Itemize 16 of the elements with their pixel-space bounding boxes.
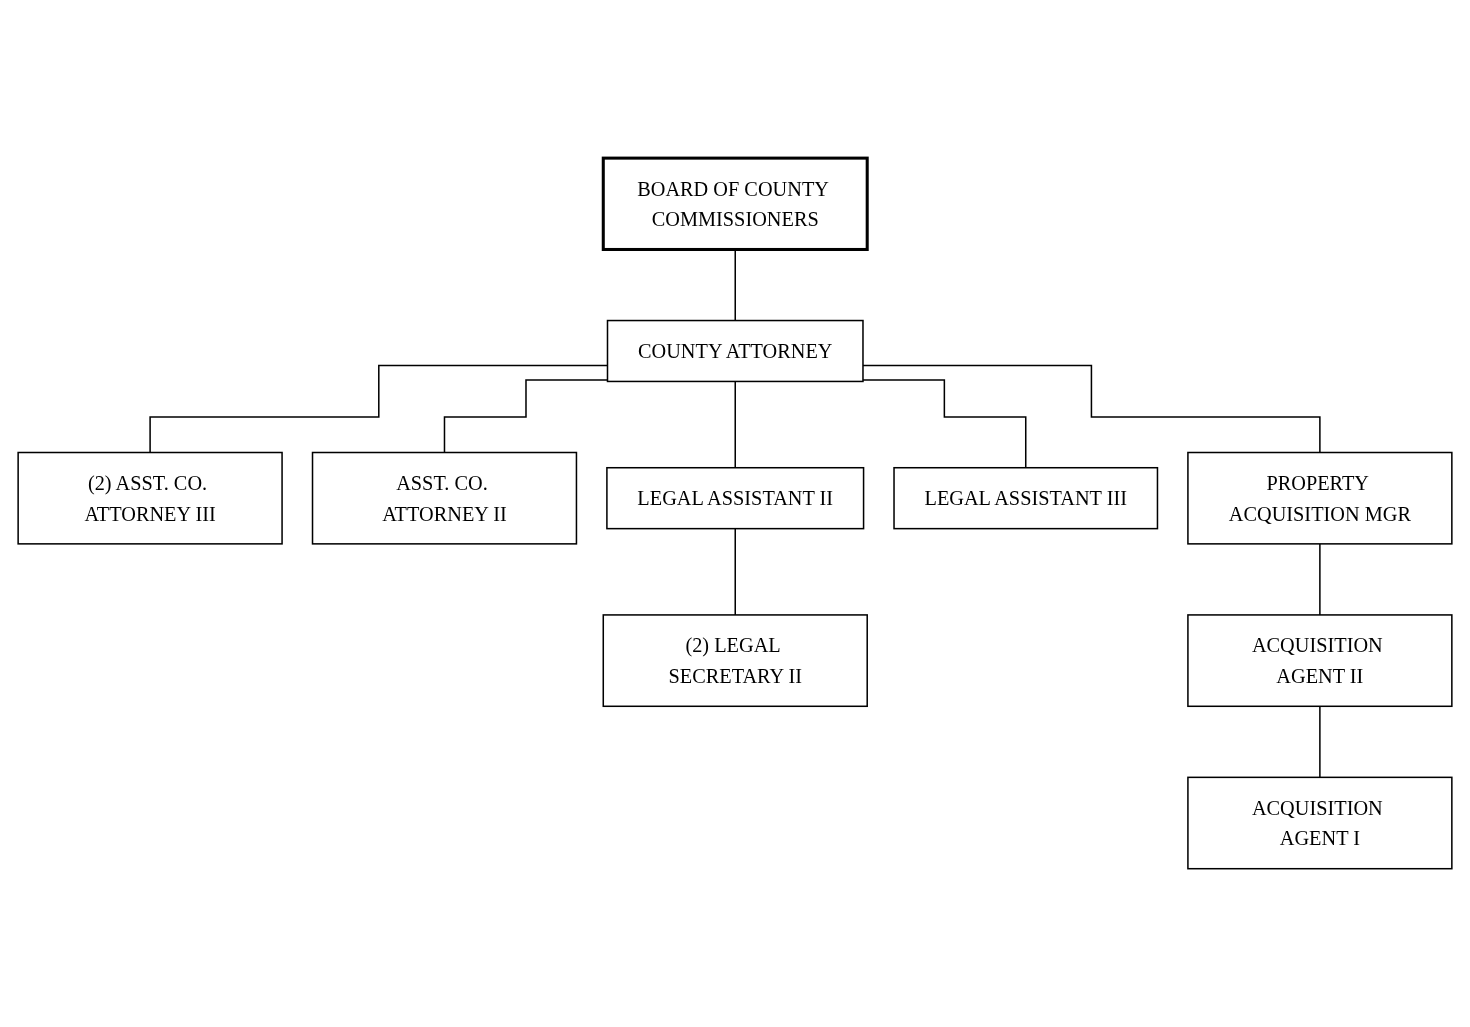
connector bbox=[734, 527, 736, 616]
node-box: COUNTY ATTORNEY bbox=[606, 319, 864, 383]
node-box: LEGAL ASSISTANT II bbox=[606, 467, 865, 530]
node-box: (2) ASST. CO. ATTORNEY III bbox=[17, 451, 283, 545]
node-box: PROPERTY ACQUISITION MGR bbox=[1187, 451, 1453, 545]
node-box: BOARD OF COUNTY COMMISSIONERS bbox=[601, 156, 869, 252]
node-box: ACQUISITION AGENT II bbox=[1187, 614, 1453, 708]
node-box: LEGAL ASSISTANT III bbox=[893, 467, 1159, 530]
connector bbox=[862, 379, 1027, 469]
connector bbox=[1319, 543, 1321, 616]
connector bbox=[1319, 705, 1321, 779]
connector bbox=[734, 380, 736, 469]
node-box: ACQUISITION AGENT I bbox=[1187, 776, 1453, 870]
node-box: ASST. CO. ATTORNEY II bbox=[311, 451, 578, 545]
node-box: (2) LEGAL SECRETARY II bbox=[602, 614, 868, 708]
connector bbox=[862, 364, 1321, 454]
